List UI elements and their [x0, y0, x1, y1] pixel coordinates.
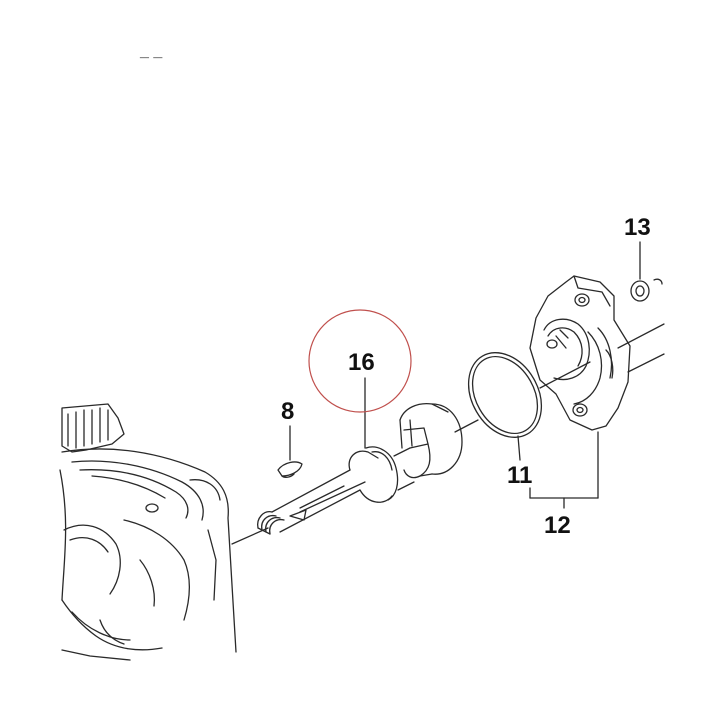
- center-axis-line: [231, 323, 665, 545]
- o-ring: [467, 352, 543, 438]
- woodruff-key: [277, 461, 303, 478]
- callout-part-12: 12: [544, 512, 571, 539]
- gear-housing: [59, 403, 237, 661]
- bearing-cover: [529, 275, 631, 431]
- top-mark: _ _: [140, 43, 163, 60]
- callout-part-16: 16: [348, 349, 375, 376]
- callout-part-13: 13: [624, 214, 651, 241]
- leader-lines: [289, 241, 641, 509]
- callout-part-11: 11: [507, 462, 533, 489]
- seal-washer: [630, 278, 663, 302]
- highlight-circle: [308, 309, 412, 413]
- callout-part-8: 8: [281, 398, 295, 425]
- drive-shaft: [257, 402, 463, 535]
